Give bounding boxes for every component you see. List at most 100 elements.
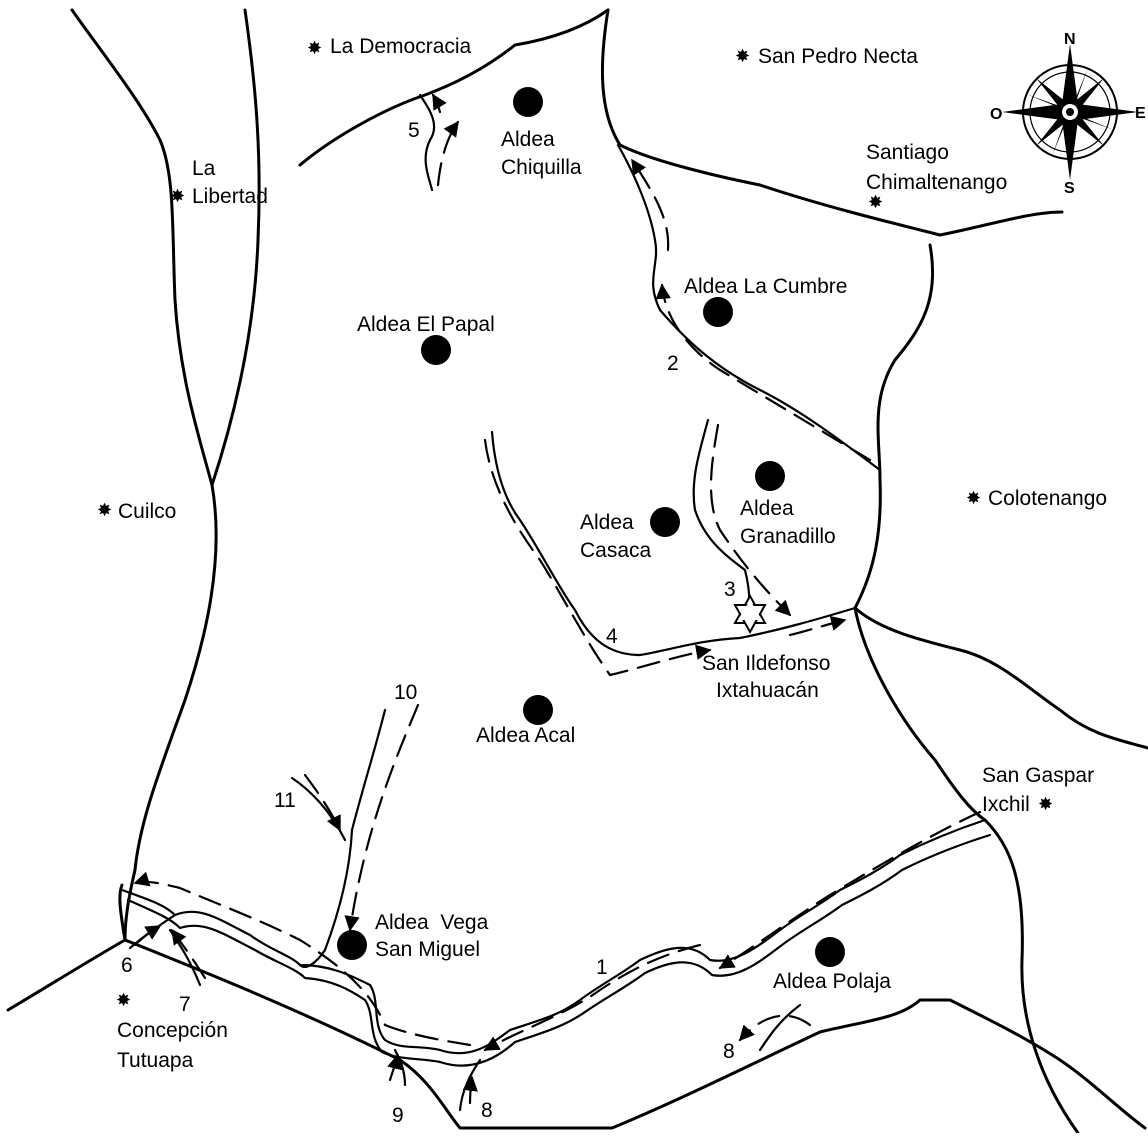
flow-river-5-upper: [431, 93, 447, 114]
compass-rose: N S E O: [990, 31, 1146, 197]
river-7: [168, 928, 202, 987]
star-icon: ✸: [170, 186, 185, 206]
rivers: [120, 93, 992, 1112]
label-cuilco: Cuilco: [118, 500, 176, 523]
aldea-granadillo-dot: [755, 461, 785, 491]
aldea-labels: Aldea Chiquilla Aldea La Cumbre Aldea El…: [357, 128, 891, 993]
river-10: [298, 708, 387, 968]
flow-river-5: [436, 120, 460, 187]
river-label-4: 4: [606, 625, 618, 648]
municipal-boundaries: [6, 8, 1148, 1135]
flow-river-8-east: [738, 1014, 812, 1042]
aldea-acal-dot: [523, 695, 553, 725]
river-label-3: 3: [724, 578, 736, 601]
river-label-6: 6: [121, 954, 133, 977]
label-chiquilla-1: Aldea: [501, 128, 555, 151]
flow-river-2-upper: [630, 158, 670, 252]
star-icon: ✸: [966, 488, 981, 508]
river-8-east: [758, 1003, 802, 1052]
label-concepcion-1: Concepción: [117, 1019, 228, 1042]
aldea-casaca-dot: [650, 507, 680, 537]
aldea-chiquilla-dot: [513, 87, 543, 117]
label-la-libertad-2: Libertad: [192, 185, 268, 208]
north-boundary-west: [298, 8, 610, 167]
label-vega-1: Aldea Vega: [375, 911, 489, 934]
label-santiago-1: Santiago: [866, 141, 949, 164]
municipality-labels: La Democracia San Pedro Necta La Liberta…: [117, 35, 1107, 1072]
capital-star-icon: [733, 593, 767, 635]
river-label-7: 7: [179, 993, 191, 1016]
flow-arrows: [133, 93, 982, 1105]
flow-river-4: [483, 438, 712, 677]
river-label-11: 11: [274, 789, 296, 812]
river-label-2: 2: [667, 352, 679, 375]
flow-river-6: [133, 924, 162, 947]
river-9: [393, 1048, 407, 1087]
ildefonso-east-boundary: [853, 606, 1148, 750]
river-label-8-south: 8: [481, 1099, 493, 1122]
river-label-5: 5: [408, 119, 420, 142]
aldea-polaja-dot: [815, 937, 845, 967]
label-el-papal: Aldea El Papal: [357, 313, 495, 336]
river-4: [490, 430, 857, 657]
label-san-gaspar-1: San Gaspar: [982, 764, 1094, 787]
compass-south: S: [1064, 180, 1075, 197]
flow-river-8-south: [462, 1075, 478, 1105]
libertad-cuilco-boundary: [210, 8, 261, 487]
compass-star-icon: [1002, 44, 1138, 180]
label-la-libertad-1: La: [192, 157, 216, 180]
label-san-pedro-necta: San Pedro Necta: [758, 45, 918, 68]
river-labels: 1 2 3 4 5 6 7 8 8 9 10 11: [121, 119, 736, 1127]
star-icon: ✸: [116, 990, 131, 1010]
star-icon: ✸: [1038, 794, 1053, 814]
star-icon: ✸: [868, 192, 883, 212]
flow-river-1-mid: [483, 943, 702, 1052]
flow-river-10: [344, 703, 420, 932]
river-5: [418, 93, 436, 192]
river-3: [692, 418, 751, 617]
star-icon: ✸: [307, 38, 322, 58]
flow-river-3: [709, 423, 792, 617]
north-boundary-east: [600, 8, 1064, 237]
east-boundary: [853, 243, 1080, 1135]
compass-east: E: [1135, 105, 1146, 122]
compass-west: O: [990, 106, 1002, 123]
aldea-markers: [337, 87, 845, 967]
label-granadillo-2: Granadillo: [740, 525, 836, 548]
aldea-el-papal-dot: [421, 335, 451, 365]
label-san-ildefonso-1: San Ildefonso: [702, 652, 830, 675]
aldea-vega-dot: [337, 930, 367, 960]
label-vega-2: San Miguel: [375, 938, 480, 961]
label-la-democracia: La Democracia: [330, 35, 472, 58]
flow-river-1-east: [718, 810, 982, 970]
flow-river-4-out: [788, 615, 847, 637]
flow-river-9: [387, 1053, 403, 1082]
label-santiago-2: Chimaltenango: [866, 171, 1007, 194]
river-label-9: 9: [392, 1104, 404, 1127]
river-1-bank-north: [120, 818, 987, 1055]
label-chiquilla-2: Chiquilla: [501, 156, 582, 179]
municipality-markers: ✸ ✸ ✸ ✸ ✸ ✸ ✸ ✸: [97, 38, 1053, 1010]
west-boundary: [70, 8, 218, 942]
label-casaca-2: Casaca: [580, 539, 652, 562]
flow-river-11: [303, 773, 342, 832]
compass-north: N: [1064, 31, 1076, 48]
label-colotenango: Colotenango: [988, 487, 1107, 510]
label-acal: Aldea Acal: [476, 724, 575, 747]
river-1-bank-south: [126, 833, 992, 1067]
label-la-cumbre: Aldea La Cumbre: [684, 275, 847, 298]
aldea-la-cumbre-dot: [703, 297, 733, 327]
concepcion-boundary: [118, 883, 127, 942]
river-2: [616, 143, 882, 472]
south-boundary: [6, 938, 1147, 1130]
label-san-gaspar-2: Ixchil: [982, 793, 1030, 816]
label-casaca-1: Aldea: [580, 511, 634, 534]
flow-river-7: [170, 928, 207, 980]
river-label-1: 1: [596, 956, 608, 979]
label-san-ildefonso-2: Ixtahuacán: [716, 679, 819, 702]
label-granadillo-1: Aldea: [740, 497, 794, 520]
flow-river-2: [655, 283, 872, 462]
river-label-10: 10: [394, 681, 417, 704]
